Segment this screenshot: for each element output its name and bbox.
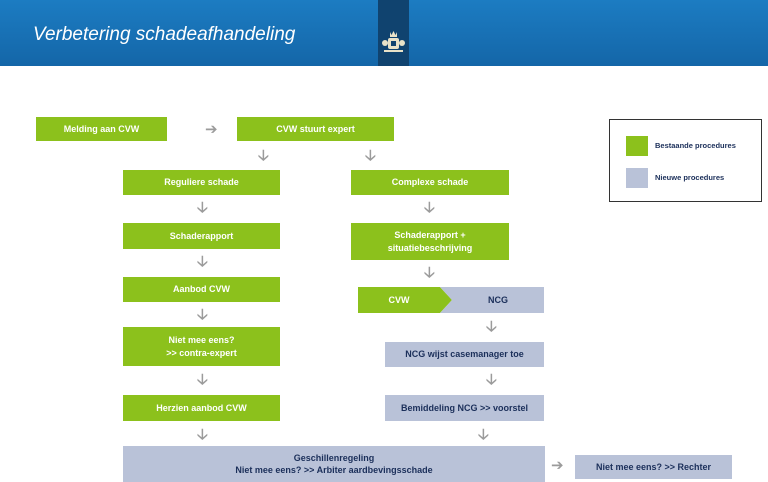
ncg-label: NCG [488,294,508,305]
melding-box: Melding aan CVW [36,117,167,141]
page-title: Verbetering schadeafhandeling [33,24,296,45]
bemiddeling-box: Bemiddeling NCG >> voorstel [385,395,544,421]
arrow-down-icon: 🡣 [197,425,208,443]
arrow-down-icon: 🡣 [197,370,208,388]
expert-box: CVW stuurt expert [237,117,394,141]
legend-swatch-existing [626,136,648,156]
complexe-schade-box: Complexe schade [351,170,509,195]
legend-label-existing: Bestaande procedures [655,141,736,150]
geschillenregeling-box: Geschillenregeling Niet mee eens? >> Arb… [123,446,545,482]
herzien-aanbod-box: Herzien aanbod CVW [123,395,280,421]
aanbod-cvw-box: Aanbod CVW [123,277,280,302]
reguliere-schade-box: Reguliere schade [123,170,280,195]
rechter-box: Niet mee eens? >> Rechter [575,455,732,479]
arrow-down-icon: 🡣 [486,317,497,335]
arrow-down-icon: 🡣 [424,263,435,281]
arrow-down-icon: 🡣 [478,425,489,443]
arrow-down-icon: 🡣 [197,305,208,323]
contra-expert-box: Niet mee eens? >> contra-expert [123,327,280,366]
cvw-ncg-split [358,287,544,313]
schaderapport-box: Schaderapport [123,223,280,249]
crest-icon [382,31,405,52]
arrow-down-icon: 🡣 [258,146,269,164]
arrow-down-icon: 🡣 [197,198,208,216]
arrow-down-icon: 🡣 [365,146,376,164]
arrow-right-icon: ➔ [551,456,564,474]
cvw-segment [358,287,452,313]
legend-label-new: Nieuwe procedures [655,173,725,182]
header-banner: Verbetering schadeafhandeling [0,0,768,66]
arrow-down-icon: 🡣 [424,198,435,216]
arrow-down-icon: 🡣 [486,370,497,388]
arrow-down-icon: 🡣 [197,252,208,270]
ncg-segment [440,287,544,313]
schaderapport-situatie-box: Schaderapport + situatiebeschrijving [351,223,509,260]
legend: Bestaande procedures Nieuwe procedures [609,119,762,202]
cvw-label: CVW [388,294,410,305]
arrow-right-icon: ➔ [205,120,218,138]
casemanager-box: NCG wijst casemanager toe [385,342,544,367]
legend-swatch-new [626,168,648,188]
